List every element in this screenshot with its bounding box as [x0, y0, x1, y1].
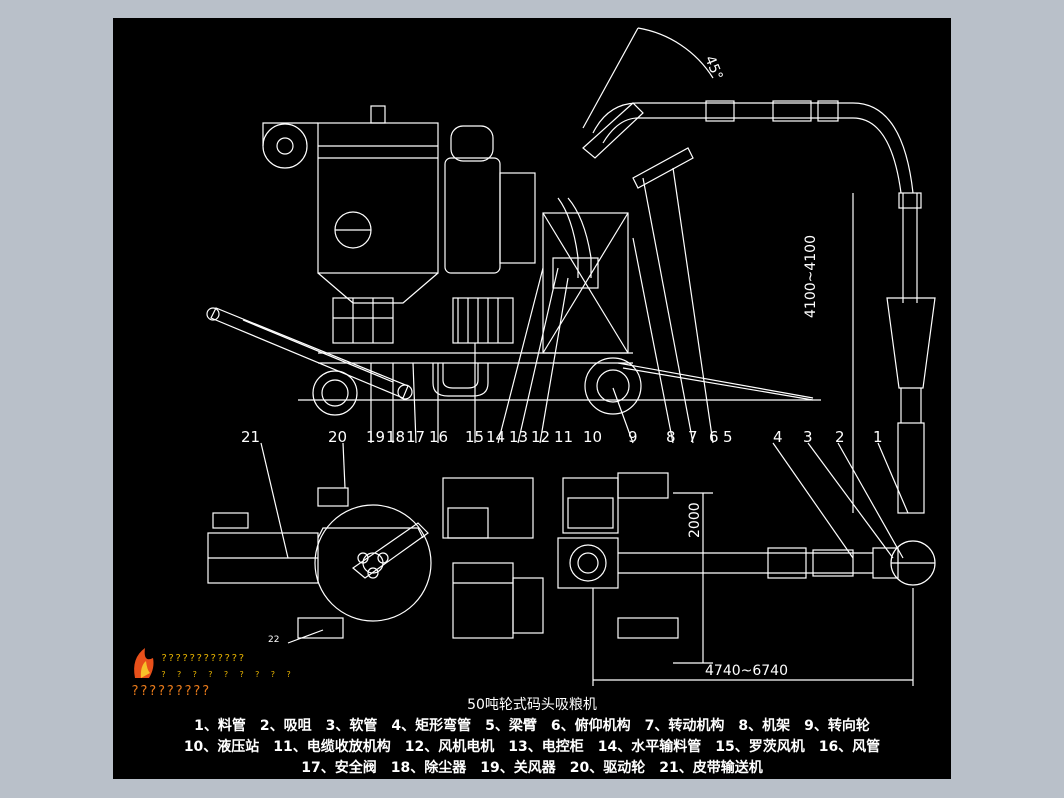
drawing-title: 50吨轮式码头吸粮机: [467, 697, 597, 713]
callout-6: 6: [709, 428, 719, 446]
angle-arc: [637, 27, 714, 79]
swivel-joint: [557, 537, 619, 589]
legend-line-2: 10、液压站 11、电缆收放机构 12、风机电机 13、电控柜 14、水平输料管…: [183, 739, 881, 755]
callout-15: 15: [465, 428, 485, 446]
legend-line-3: 17、安全阀 18、除尘器 19、关风器 20、驱动轮 21、皮带输送机: [301, 760, 763, 776]
callout-16: 16: [429, 428, 449, 446]
cad-canvas: 21 20 19 18 17 16 15 14 13 12 11 10 9 8 …: [113, 18, 951, 779]
logo-text-3: ?????????: [131, 684, 211, 699]
roots-blower: [444, 157, 501, 274]
callout-2: 2: [835, 428, 845, 446]
length-dimension: 4740~6740: [705, 663, 788, 679]
rotary-valve: [332, 297, 394, 344]
logo-text-1: ????????????: [161, 653, 246, 664]
logo-text-2: ? ? ? ? ? ? ? ? ?: [161, 670, 294, 679]
technical-drawing: [134, 27, 936, 686]
suction-nozzle: [897, 422, 925, 514]
callout-14: 14: [486, 428, 506, 446]
steering-wheel: [584, 357, 642, 415]
callout-11: 11: [554, 428, 574, 446]
callout-19: 19: [366, 428, 386, 446]
hydraulic-station-plan: [562, 477, 619, 534]
callout-21: 21: [241, 428, 261, 446]
wheel-plan-2: [297, 617, 344, 639]
logo-flame: [134, 648, 154, 678]
drive-wheel: [312, 370, 358, 416]
height-dimension: 4100~4100: [803, 235, 819, 318]
boom-pipe-top: [592, 102, 853, 134]
callout-3: 3: [803, 428, 813, 446]
elevation-arm: [582, 102, 644, 159]
suction-cone: [886, 297, 936, 389]
callout-13: 13: [509, 428, 529, 446]
matrix-bend: [852, 102, 914, 194]
callout-22: 22: [268, 635, 280, 645]
callout-1: 1: [873, 428, 883, 446]
callout-9: 9: [628, 428, 638, 446]
callout-4: 4: [773, 428, 783, 446]
callout-17: 17: [406, 428, 426, 446]
blower-plan: [452, 562, 514, 639]
side-view: [206, 27, 936, 559]
drive-wheel-plan: [317, 487, 349, 507]
feed-pipe: [557, 197, 579, 278]
callout-12: 12: [531, 428, 551, 446]
steering-wheel-plan: [617, 617, 679, 639]
callout-5: 5: [723, 428, 733, 446]
callout-10: 10: [583, 428, 603, 446]
fan-housing: [262, 123, 308, 169]
callout-8: 8: [666, 428, 676, 446]
callout-7: 7: [688, 428, 698, 446]
width-dimension: 2000: [687, 502, 703, 538]
dust-collector-plan: [314, 504, 432, 622]
legend-line-1: 1、料管 2、吸咀 3、软管 4、矩形弯管 5、梁臂 6、俯仰机构 7、转动机构…: [194, 718, 870, 734]
plan-view: [207, 472, 936, 686]
callout-20: 20: [328, 428, 348, 446]
outrigger: [622, 367, 814, 401]
blower-motor: [452, 297, 514, 344]
callout-18: 18: [386, 428, 406, 446]
